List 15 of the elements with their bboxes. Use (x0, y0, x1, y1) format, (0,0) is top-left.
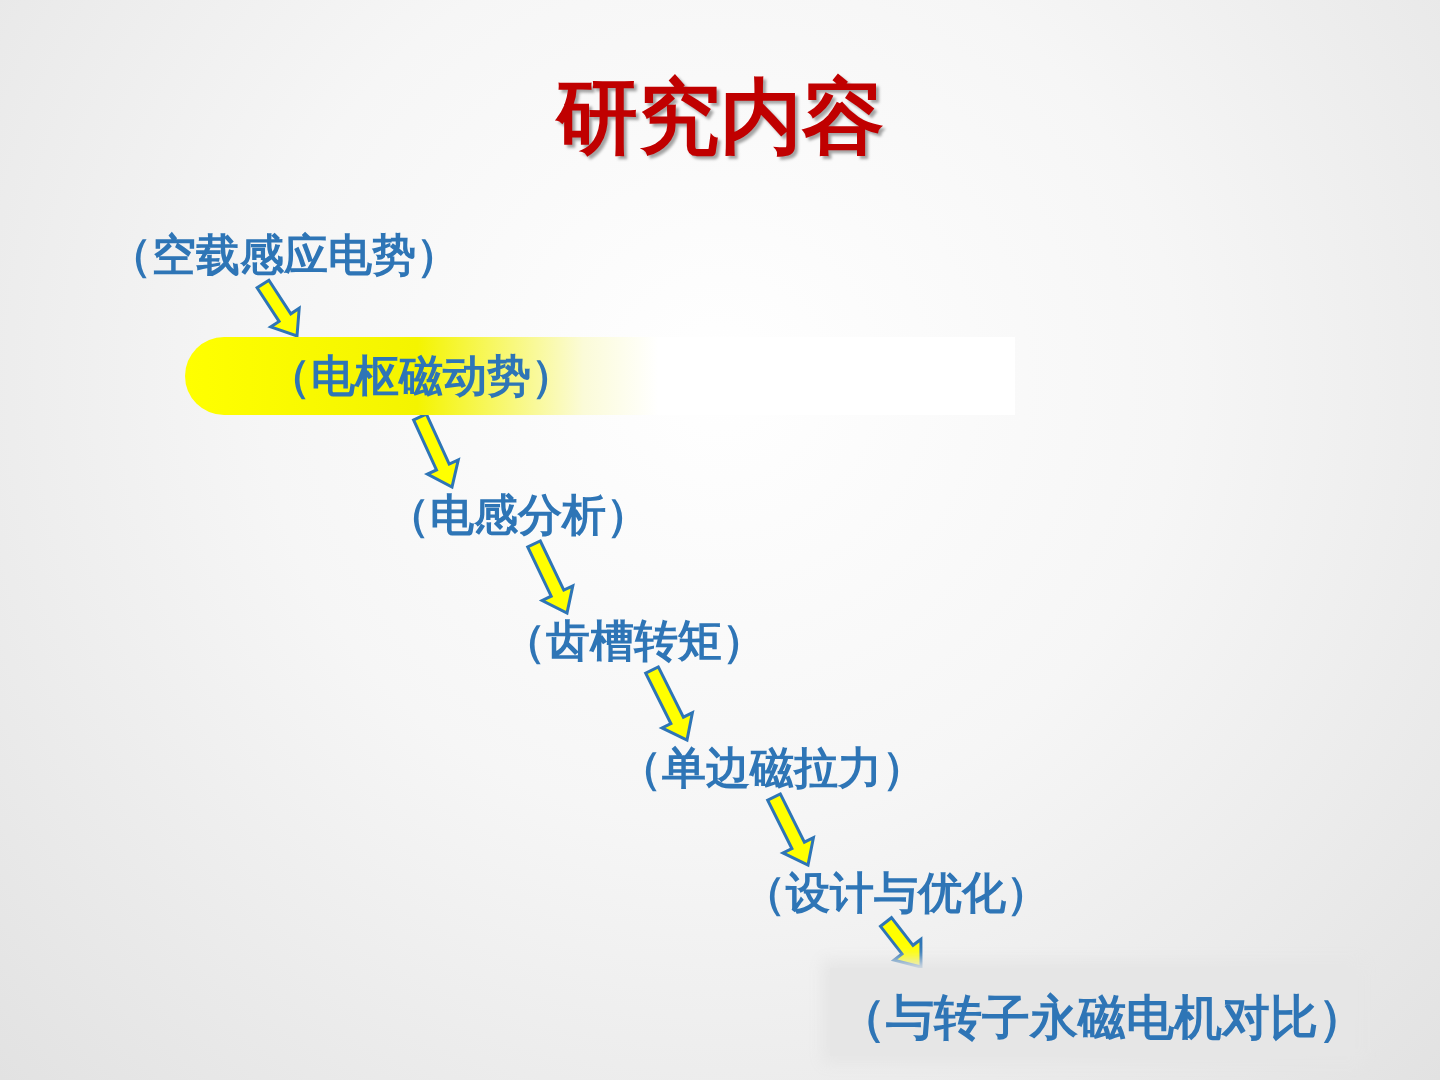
step-label: （单边磁拉力） (618, 741, 926, 795)
arrow (643, 664, 695, 743)
step-label: （齿槽转矩） (502, 614, 766, 668)
highlight-band (185, 337, 1015, 415)
step-label: （设计与优化） (742, 866, 1050, 920)
step-label: （与转子永磁电机对比） (838, 990, 1366, 1044)
slide-title: 研究内容 (556, 69, 884, 164)
arrow (878, 915, 923, 969)
step-label: （电感分析） (386, 488, 650, 542)
step-label: （空载感应电势） (108, 228, 460, 282)
arrow (411, 412, 461, 490)
arrow (525, 539, 575, 616)
arrow (765, 791, 816, 868)
step-label: （电枢磁动势） (267, 349, 575, 403)
arrow (255, 278, 301, 339)
